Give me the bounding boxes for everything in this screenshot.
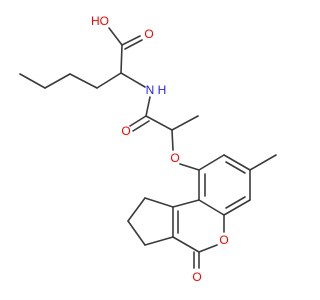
amide-carbonyl-oxygen-label: O (121, 124, 130, 138)
bond-oether-c9 (179, 163, 200, 171)
bond-c6a-c9b (198, 199, 225, 216)
bond-c9c-c1cp (144, 197, 174, 208)
ether-oxygen-label: O (170, 151, 179, 165)
bond-c2-c3 (44, 73, 71, 89)
lactone-carbonyl-oxygen-label: O (192, 270, 201, 284)
bond-c2cp-c3cp (127, 220, 146, 246)
bond-arom-inner-2 (225, 196, 246, 209)
bond-acid-oh (108, 27, 123, 46)
bond-c3cp-c3a (144, 236, 174, 246)
molecule-structure-diagram: HO O N H O O O O (19, 14, 277, 284)
bonds (19, 27, 277, 269)
bond-calpha-n (120, 72, 146, 88)
bond-camide-cch (145, 115, 173, 131)
bond-arom-inner-1 (225, 161, 246, 174)
bond-oring-clactone (198, 244, 218, 253)
ring-oxygen-label: O (219, 233, 228, 247)
bond-amide-co-a (129, 115, 147, 127)
bond-c3-c4 (19, 73, 46, 89)
atom-labels: HO O N H O O O O (91, 14, 229, 284)
bond-c1cp-c2cp (127, 197, 146, 222)
amide-hydrogen-label: H (158, 83, 167, 97)
hydroxyl-label: HO (91, 14, 109, 28)
bond-acid-calpha (120, 44, 123, 74)
bond-n-camide (145, 96, 151, 117)
bond-cch-oether (171, 129, 174, 151)
bond-calpha-c1 (96, 72, 122, 89)
amide-nitrogen-label: N (146, 83, 155, 97)
bond-c1-c2 (69, 73, 98, 89)
bond-clactone-c3a (172, 236, 200, 253)
bond-c7-methyl (249, 154, 277, 171)
bond-c9-c8 (198, 154, 225, 171)
bond-acid-co-b (124, 39, 143, 50)
bond-c8-c7 (223, 154, 251, 171)
bond-cch-methyl (171, 115, 199, 131)
bond-acid-co-a (121, 35, 141, 46)
bond-c9c-c9b (172, 199, 200, 208)
bond-amide-co-b (132, 120, 150, 132)
acid-carbonyl-oxygen-label: O (144, 27, 153, 41)
bond-c6-c6a (223, 199, 251, 216)
